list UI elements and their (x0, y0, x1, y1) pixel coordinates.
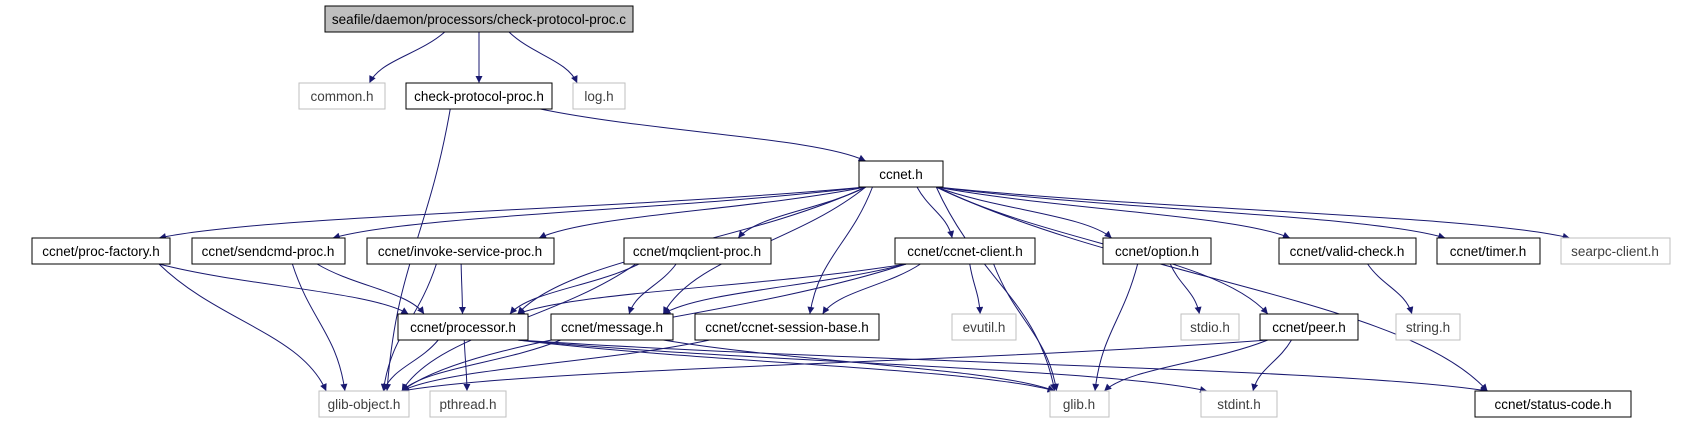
edge-proc-factory-h-to-glib-object-h (158, 263, 327, 392)
edge-processor-h-to-pthread-h (463, 339, 471, 392)
edge-ccnet-h-to-status-code-h (936, 186, 1488, 392)
node-label: evutil.h (963, 320, 1006, 335)
node-label: ccnet/invoke-service-proc.h (378, 244, 542, 259)
edge-ccnet-client-h-to-evutil-h (969, 263, 984, 315)
node-label: ccnet/ccnet-session-base.h (705, 320, 869, 335)
node-label: pthread.h (439, 397, 496, 412)
node-stdint-h[interactable]: stdint.h (1200, 390, 1278, 418)
node-label: glib.h (1063, 397, 1095, 412)
edge-processor-h-to-stdint-h (517, 339, 1208, 393)
edge-peer-h-to-glib-object-h (401, 339, 1268, 394)
node-glib-object-h[interactable]: glib-object.h (318, 390, 410, 418)
edge-processor-h-to-status-code-h (517, 339, 1488, 394)
edge-root-to-common-h (368, 31, 446, 84)
node-glib-h[interactable]: glib.h (1049, 390, 1110, 418)
node-status-code-h[interactable]: ccnet/status-code.h (1474, 390, 1632, 418)
edge-ccnet-h-to-searpc-client-h (936, 186, 1570, 240)
node-check-protocol-proc-h[interactable]: check-protocol-proc.h (405, 82, 553, 110)
edge-ccnet-client-h-to-glib-h (993, 263, 1059, 392)
node-label: ccnet/mqclient-proc.h (633, 244, 761, 259)
edge-ccnet-h-to-session-base-h (807, 186, 873, 315)
node-invoke-service-proc-h[interactable]: ccnet/invoke-service-proc.h (366, 237, 555, 265)
node-label: ccnet/peer.h (1272, 320, 1346, 335)
edge-ccnet-h-to-invoke-service-proc-h (538, 186, 866, 239)
node-pthread-h[interactable]: pthread.h (429, 390, 507, 418)
edge-mqclient-proc-h-to-processor-h (509, 263, 640, 315)
edge-ccnet-client-h-to-message-h (662, 263, 907, 315)
node-timer-h[interactable]: ccnet/timer.h (1436, 237, 1541, 265)
node-label: check-protocol-proc.h (414, 89, 544, 104)
edge-ccnet-h-to-valid-check-h (936, 186, 1291, 239)
edge-peer-h-to-glib-h (1103, 339, 1269, 392)
edge-message-h-to-glib-object-h (401, 339, 561, 392)
node-label: stdio.h (1190, 320, 1230, 335)
node-valid-check-h[interactable]: ccnet/valid-check.h (1278, 237, 1417, 265)
node-label: ccnet/timer.h (1450, 244, 1527, 259)
edge-check-protocol-proc-h-to-ccnet-h (540, 108, 866, 162)
node-label: log.h (584, 89, 613, 104)
edge-ccnet-h-to-glib-h (935, 186, 1057, 392)
node-ccnet-session-base-h[interactable]: ccnet/ccnet-session-base.h (694, 313, 880, 341)
edges-layer (158, 31, 1570, 394)
node-mqclient-proc-h[interactable]: ccnet/mqclient-proc.h (623, 237, 772, 265)
edge-processor-h-to-glib-h (517, 339, 1055, 393)
node-option-h[interactable]: ccnet/option.h (1102, 237, 1212, 265)
edge-ccnet-h-to-proc-factory-h (158, 186, 866, 240)
edge-ccnet-client-h-to-processor-h (517, 263, 907, 315)
node-peer-h[interactable]: ccnet/peer.h (1259, 313, 1359, 341)
node-evutil-h[interactable]: evutil.h (951, 313, 1017, 341)
edge-proc-factory-h-to-processor-h (158, 263, 409, 315)
node-label: glib-object.h (328, 397, 401, 412)
node-label: seafile/daemon/processors/check-protocol… (332, 12, 626, 27)
node-label: string.h (1406, 320, 1450, 335)
edge-sendcmd-proc-h-to-glib-object-h (291, 263, 348, 392)
node-searpc-client-h[interactable]: searpc-client.h (1560, 237, 1671, 265)
edge-ccnet-h-to-option-h (936, 186, 1112, 239)
node-label: ccnet.h (879, 167, 923, 182)
node-label: ccnet/option.h (1115, 244, 1199, 259)
node-label: stdint.h (1217, 397, 1261, 412)
node-label: ccnet/proc-factory.h (42, 244, 160, 259)
edge-option-h-to-stdio-h (1169, 263, 1202, 315)
node-root[interactable]: seafile/daemon/processors/check-protocol… (324, 5, 634, 33)
node-common-h[interactable]: common.h (298, 82, 386, 110)
node-label: ccnet/sendcmd-proc.h (202, 244, 335, 259)
node-log-h[interactable]: log.h (572, 82, 626, 110)
edge-processor-h-to-glib-object-h (382, 339, 439, 392)
node-sendcmd-proc-h[interactable]: ccnet/sendcmd-proc.h (191, 237, 346, 265)
edge-ccnet-h-to-timer-h (936, 186, 1446, 240)
nodes-layer: seafile/daemon/processors/check-protocol… (31, 5, 1671, 418)
edge-root-to-log-h (508, 31, 578, 84)
node-processor-h[interactable]: ccnet/processor.h (397, 313, 529, 341)
edge-ccnet-h-to-ccnet-client-h (916, 186, 955, 239)
node-ccnet-client-h[interactable]: ccnet/ccnet-client.h (894, 237, 1036, 265)
node-string-h[interactable]: string.h (1395, 313, 1461, 341)
node-label: searpc-client.h (1571, 244, 1659, 259)
node-label: ccnet/ccnet-client.h (907, 244, 1023, 259)
edge-ccnet-h-to-sendcmd-proc-h (332, 186, 866, 240)
edge-option-h-to-glib-h (1092, 263, 1139, 392)
edge-mqclient-proc-h-to-message-h (627, 263, 677, 315)
node-label: ccnet/processor.h (410, 320, 516, 335)
node-ccnet-h[interactable]: ccnet.h (858, 160, 944, 188)
node-proc-factory-h[interactable]: ccnet/proc-factory.h (31, 237, 171, 265)
node-label: common.h (310, 89, 373, 104)
edge-session-base-h-to-glib-object-h (401, 339, 710, 392)
edge-ccnet-client-h-to-session-base-h (822, 263, 921, 315)
edge-invoke-service-proc-h-to-processor-h (458, 263, 466, 315)
node-label: ccnet/message.h (561, 320, 663, 335)
edge-peer-h-to-stdint-h (1251, 339, 1292, 392)
node-label: ccnet/valid-check.h (1290, 244, 1405, 259)
edge-message-h-to-glib-h (663, 339, 1055, 392)
edge-valid-check-h-to-string-h (1367, 263, 1414, 315)
node-message-h[interactable]: ccnet/message.h (550, 313, 674, 341)
node-label: ccnet/status-code.h (1494, 397, 1611, 412)
node-stdio-h[interactable]: stdio.h (1180, 313, 1240, 341)
